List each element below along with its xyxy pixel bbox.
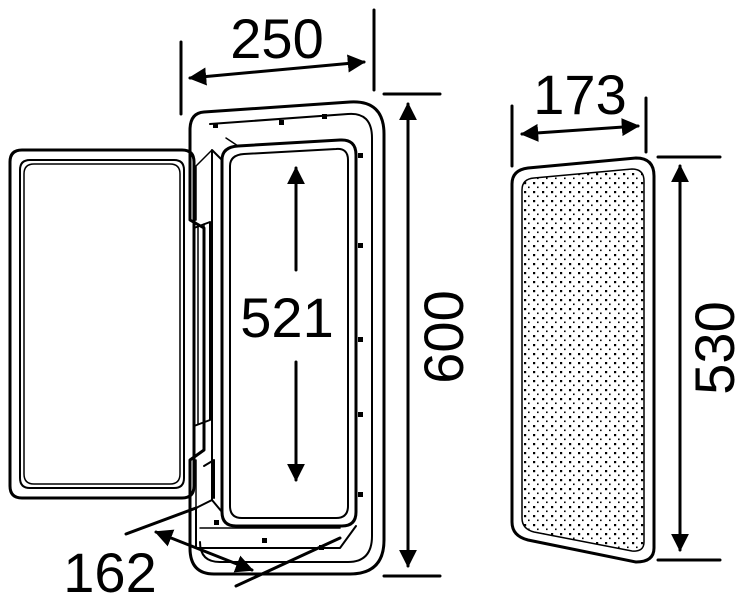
dimension-frame-depth: 162	[63, 506, 342, 603]
dimension-opening-height: 521	[240, 166, 334, 482]
dimension-panel-width: 173	[510, 63, 648, 168]
screw-hole	[213, 123, 218, 128]
open-door	[8, 148, 196, 500]
screw-hole	[358, 337, 363, 342]
hinge-strip	[193, 221, 211, 427]
screw-hole	[358, 492, 363, 497]
screw-hole	[358, 412, 363, 417]
label-panel-height: 530	[683, 301, 746, 394]
panel-texture	[521, 168, 645, 552]
label-panel-width: 173	[533, 63, 626, 126]
screw-hole	[262, 538, 267, 543]
screw-holes	[213, 114, 363, 550]
screw-hole	[322, 114, 327, 119]
dimension-frame-height: 600	[382, 92, 475, 578]
dimension-panel-height: 530	[656, 155, 746, 562]
separate-panel	[510, 156, 656, 564]
hatch-frame	[188, 100, 386, 576]
label-frame-width: 250	[230, 7, 323, 70]
label-frame-depth: 162	[63, 541, 156, 603]
dimension-frame-width: 250	[179, 7, 376, 116]
screw-hole	[279, 120, 284, 125]
screw-hole	[358, 153, 363, 158]
label-opening-height: 521	[240, 286, 333, 349]
label-frame-height: 600	[412, 290, 475, 383]
screw-hole	[214, 520, 219, 525]
screw-hole	[358, 243, 363, 248]
